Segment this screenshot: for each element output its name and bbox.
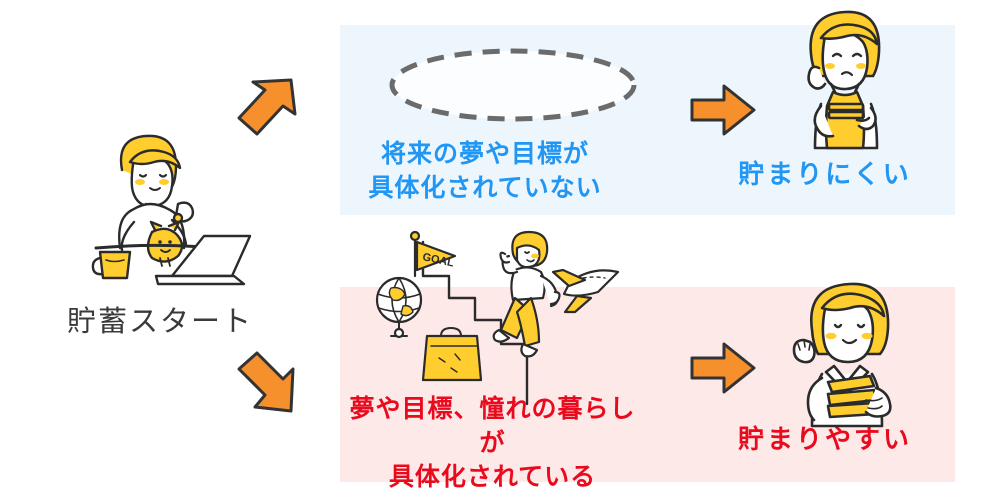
goal-stairs-scene-icon: GOAL (355, 228, 630, 406)
infographic-canvas: 貯蓄スタート 将来の夢や目標が 具体化されていない 貯まりにくい (30, 8, 955, 491)
arrow-right-icon-negative (690, 82, 756, 138)
arrow-diagonal-up-right-icon (233, 72, 323, 152)
woman-at-laptop-icon (60, 130, 260, 300)
positive-result-text: 貯まりやすい (737, 424, 912, 454)
worried-woman-icon (785, 8, 905, 153)
negative-cause-text: 将来の夢や目標が 具体化されていない (368, 140, 602, 202)
start-block: 貯蓄スタート (30, 130, 290, 360)
negative-result-text: 貯まりにくい (738, 159, 912, 189)
start-label: 貯蓄スタート (66, 306, 253, 338)
positive-cause-text: 夢や目標、憧れの暮らしが 具体化されている (349, 395, 636, 491)
arrow-right-icon-positive (690, 340, 756, 396)
happy-woman-icon (780, 278, 915, 433)
dashed-ellipse-icon (388, 46, 638, 124)
arrow-diagonal-down-right-icon (233, 345, 323, 425)
